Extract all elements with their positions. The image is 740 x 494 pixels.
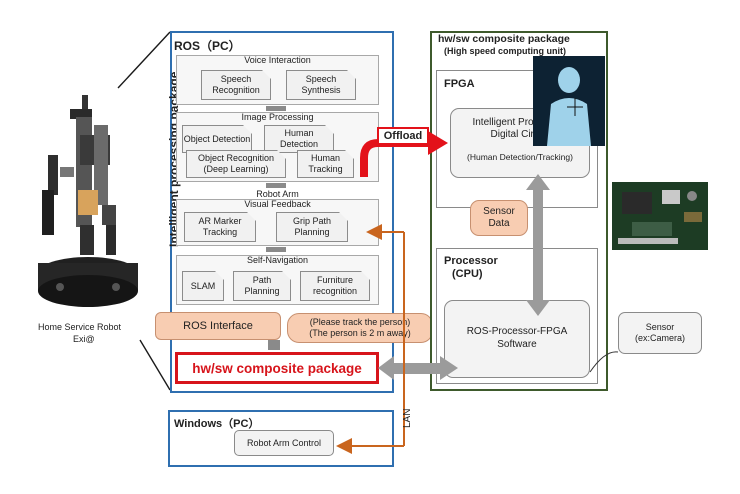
processor-title: Processor bbox=[444, 255, 498, 267]
connector-bar bbox=[266, 183, 286, 188]
furniture-recognition-module: Furniture recognition bbox=[300, 271, 370, 301]
human-tracking-module: Human Tracking bbox=[297, 150, 354, 178]
image-processing-title: Image Processing bbox=[241, 112, 314, 122]
robot-caption-line1: Home Service Robot bbox=[38, 322, 122, 332]
offload-label: Offload bbox=[377, 127, 429, 145]
processor-subtitle: (CPU) bbox=[452, 268, 483, 280]
windows-pc-title: Windows（PC） bbox=[174, 418, 260, 430]
speech-recognition-module: Speech Recognition bbox=[201, 70, 271, 100]
robot-photo bbox=[38, 95, 138, 307]
composite-package-title: hw/sw composite package bbox=[438, 33, 570, 45]
slam-module: SLAM bbox=[182, 271, 224, 301]
track-person-message: (Please track the person) (The person is… bbox=[287, 313, 433, 343]
fpga-title: FPGA bbox=[444, 78, 475, 90]
connector-bar bbox=[266, 247, 286, 252]
object-recognition-module: Object Recognition (Deep Learning) bbox=[186, 150, 286, 178]
ros-pc-title: ROS（PC） bbox=[174, 39, 241, 53]
robot-caption-line2: Exi@ bbox=[73, 334, 95, 344]
hwsw-composite-package-box: hw/sw composite package bbox=[175, 352, 379, 384]
ros-processor-fpga-software: ROS-Processor-FPGA Software bbox=[444, 300, 590, 378]
grip-path-planning-module: Grip Path Planning bbox=[276, 212, 348, 242]
path-planning-module: Path Planning bbox=[233, 271, 291, 301]
ar-marker-tracking-module: AR Marker Tracking bbox=[184, 212, 256, 242]
robot-arm-control-box: Robot Arm Control bbox=[234, 430, 334, 456]
visual-feedback-title: Visual Feedback bbox=[244, 199, 311, 209]
robot-arm-title: Robot Arm bbox=[256, 189, 299, 199]
connector-bar bbox=[266, 106, 286, 111]
voice-interaction-title: Voice Interaction bbox=[244, 55, 311, 65]
self-navigation-title: Self-Navigation bbox=[246, 255, 309, 265]
sensor-data-bubble: Sensor Data bbox=[470, 200, 528, 236]
lan-label: LAN bbox=[402, 408, 413, 428]
fpga-board-photo bbox=[612, 182, 708, 250]
camera-detection-image bbox=[533, 56, 605, 146]
sensor-camera-box: Sensor (ex:Camera) bbox=[618, 312, 702, 354]
composite-package-subtitle: (High speed computing unit) bbox=[444, 46, 566, 56]
ros-interface-box: ROS Interface bbox=[155, 312, 281, 340]
speech-synthesis-module: Speech Synthesis bbox=[286, 70, 356, 100]
